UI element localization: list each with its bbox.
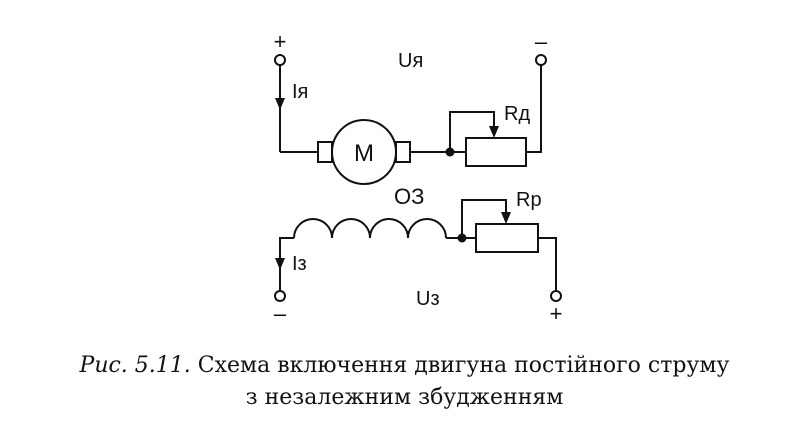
wire-rp-to-plus	[538, 237, 557, 290]
junction-rp	[457, 233, 467, 243]
brush-left	[317, 141, 333, 163]
label-i-armature: Iя	[292, 81, 308, 103]
caption-text-1: Схема включення двигуна постійного струм…	[197, 353, 730, 378]
arrow-rd-tap	[489, 126, 499, 138]
arrow-current-armature	[275, 98, 285, 110]
label-bottom-minus: –	[274, 301, 287, 326]
label-u-field: Uз	[416, 288, 440, 310]
label-oz: ОЗ	[394, 184, 424, 209]
terminal-field-plus	[550, 290, 562, 302]
label-u-armature: Uя	[398, 50, 423, 72]
rp-tap-wire	[461, 199, 507, 238]
arrow-current-field	[275, 258, 285, 270]
label-motor: M	[354, 140, 374, 167]
rheostat-rp	[475, 223, 539, 253]
label-r-d: Rд	[504, 103, 530, 125]
rd-tap-wire	[449, 111, 495, 152]
junction-rd	[445, 147, 455, 157]
label-top-minus: –	[535, 29, 548, 54]
figure-caption: Рис. 5.11. Схема включення двигуна пості…	[0, 350, 809, 414]
terminal-armature-minus	[535, 54, 547, 66]
label-top-plus: +	[274, 29, 287, 54]
field-winding-coil	[293, 218, 447, 239]
wire-rd-to-minus	[526, 65, 542, 153]
terminal-armature-plus	[274, 54, 286, 66]
label-bottom-plus: +	[550, 301, 563, 326]
terminal-field-minus	[274, 290, 286, 302]
caption-line-2: з незалежним збудженням	[245, 385, 564, 410]
arrow-rp-tap	[501, 212, 511, 224]
label-i-field: Iз	[292, 253, 307, 275]
brush-right	[395, 141, 411, 163]
caption-line-1: Рис. 5.11. Схема включення двигуна пості…	[0, 350, 809, 382]
caption-figure-number: Рис. 5.11.	[79, 353, 191, 378]
rheostat-rd	[465, 137, 527, 167]
wire-field-left	[279, 237, 294, 290]
label-r-p: Rр	[516, 189, 542, 211]
